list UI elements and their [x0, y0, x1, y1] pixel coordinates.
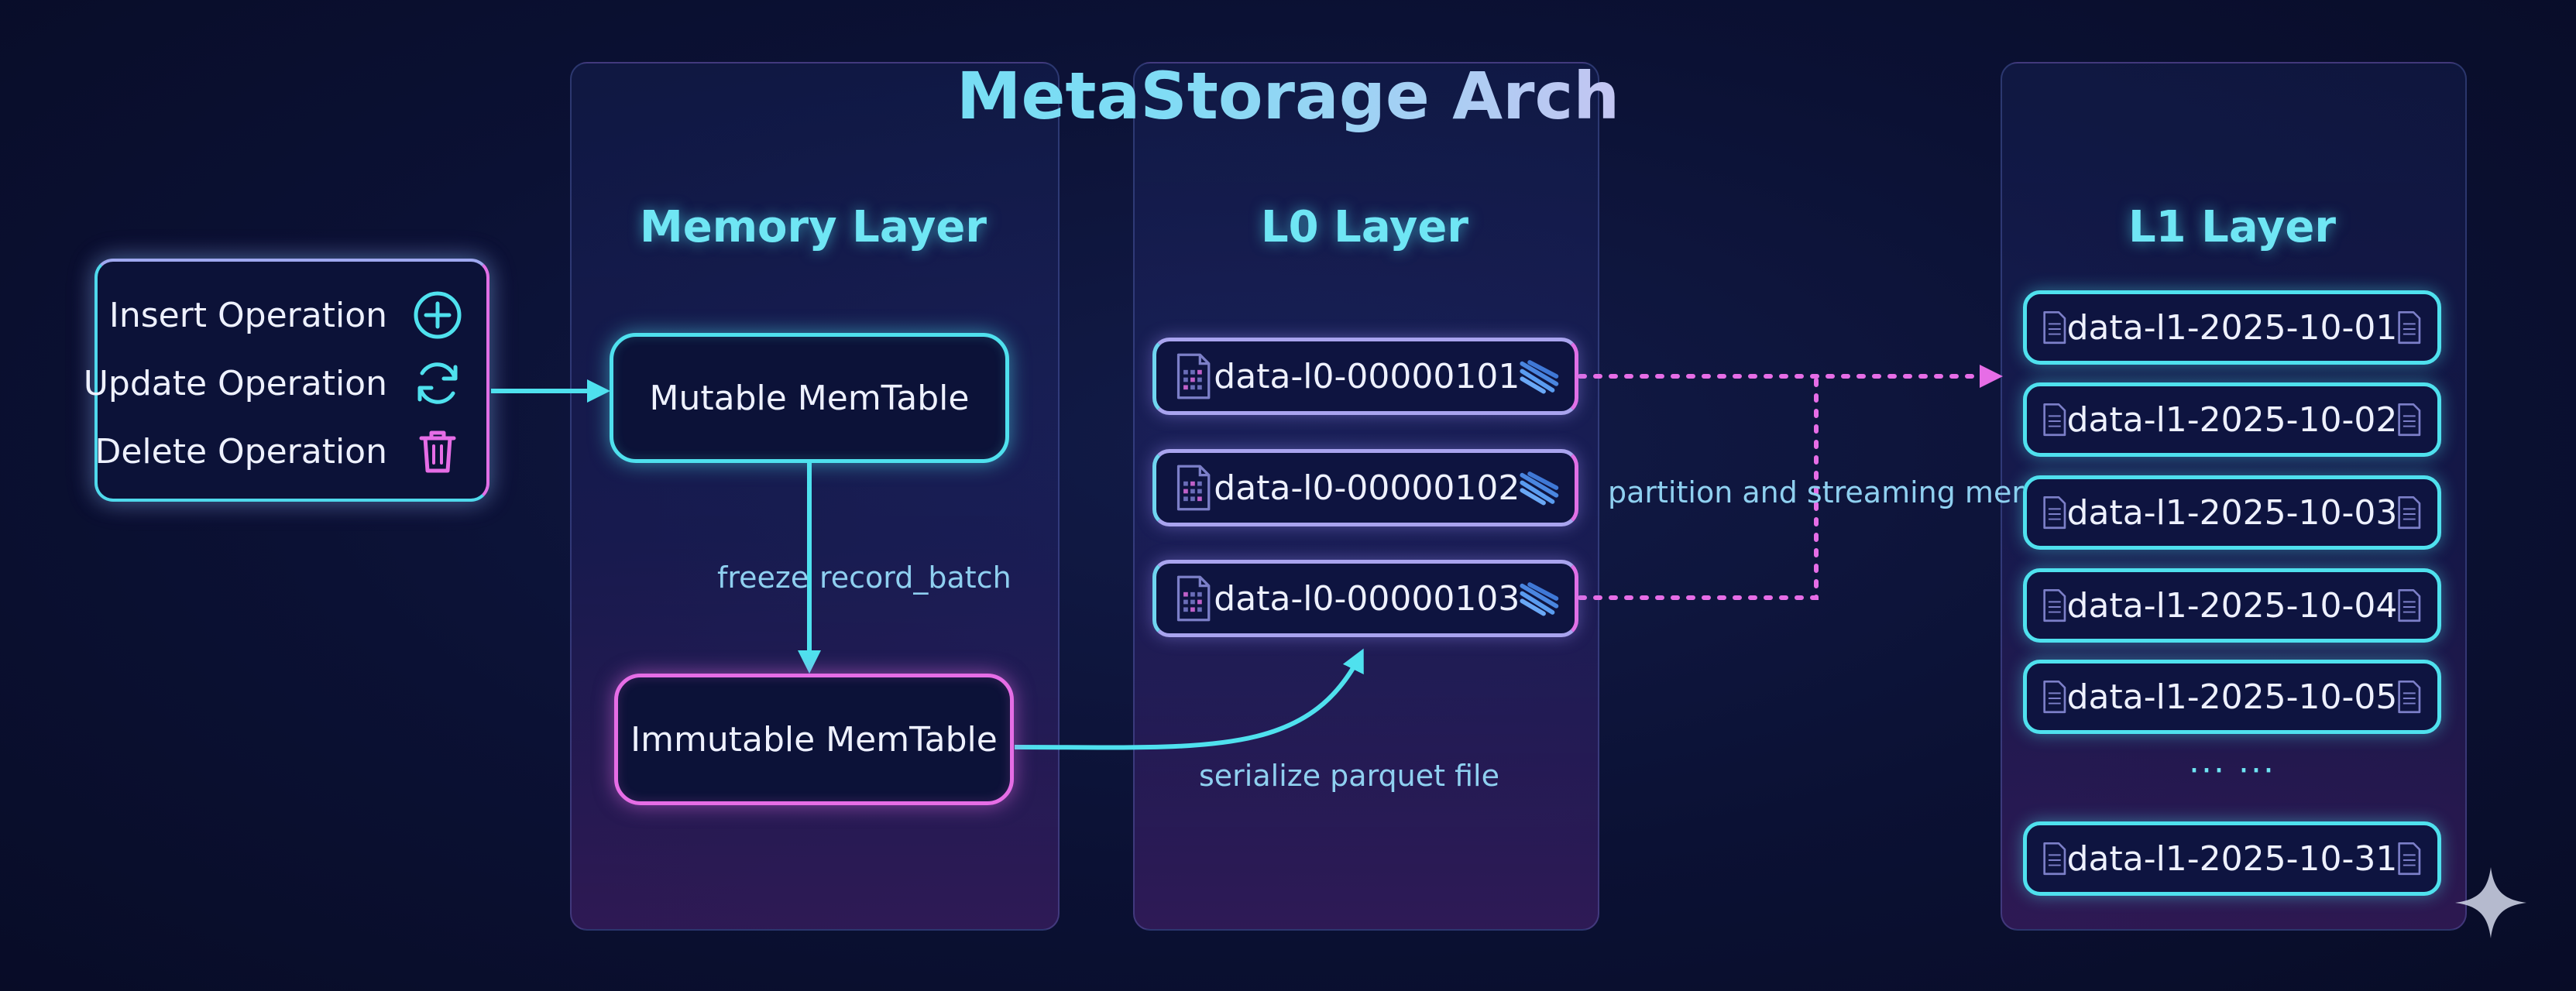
record-batch-label: record_batch	[819, 561, 1012, 595]
document-icon	[1176, 465, 1211, 511]
document-icon	[2398, 310, 2421, 345]
document-icon	[1176, 353, 1211, 399]
parquet-icon	[1520, 360, 1559, 394]
immutable-memtable[interactable]: Immutable MemTable	[614, 674, 1014, 805]
operations-box: Insert Operation Update Operation Delete…	[84, 259, 489, 502]
parquet-icon	[1520, 471, 1559, 506]
diagram-title: MetaStorage Arch	[0, 50, 2576, 142]
serialize-arrow	[1014, 648, 1364, 750]
trash-icon	[419, 430, 456, 473]
l1-file[interactable]: data-l1-2025-10-05	[2023, 660, 2441, 734]
document-icon	[2398, 842, 2421, 876]
document-icon	[2043, 588, 2066, 622]
l1-file[interactable]: data-l1-2025-10-01	[2023, 290, 2441, 365]
document-icon	[2043, 310, 2066, 345]
l1-file-name: data-l1-2025-10-05	[2066, 677, 2398, 717]
document-icon	[2398, 496, 2421, 530]
merge-arrow-bottom	[1578, 374, 1819, 600]
insert-operation: Insert Operation	[109, 288, 465, 342]
refresh-icon	[417, 362, 458, 404]
delete-operation-label: Delete Operation	[94, 431, 387, 471]
serialize-label: serialize parquet file	[1199, 759, 1499, 793]
more-files-ellipsis: ··· ···	[2189, 751, 2275, 790]
document-icon	[1176, 575, 1211, 622]
document-icon	[2398, 588, 2421, 622]
l0-file-name: data-l0-00000101	[1214, 356, 1520, 396]
insert-operation-label: Insert Operation	[108, 295, 387, 335]
l1-file[interactable]: data-l1-2025-10-03	[2023, 475, 2441, 550]
l1-file-name: data-l1-2025-10-04	[2066, 585, 2398, 626]
freeze-label: freeze	[717, 561, 809, 595]
update-operation: Update Operation	[84, 356, 465, 410]
l1-file-name: data-l1-2025-10-03	[2066, 492, 2398, 533]
l0-layer-title: L0 Layer	[1261, 202, 1468, 252]
parquet-icon	[1520, 582, 1559, 616]
update-operation-label: Update Operation	[83, 363, 387, 403]
l0-file[interactable]: data-l0-00000101	[1152, 338, 1578, 415]
l1-file-name: data-l1-2025-10-02	[2066, 399, 2398, 440]
document-icon	[2043, 403, 2066, 437]
l1-file[interactable]: data-l1-2025-10-04	[2023, 568, 2441, 643]
l1-file[interactable]: data-l1-2025-10-31	[2023, 821, 2441, 896]
l0-file[interactable]: data-l0-00000103	[1152, 560, 1578, 637]
l1-file[interactable]: data-l1-2025-10-02	[2023, 382, 2441, 457]
l0-file-name: data-l0-00000103	[1214, 578, 1520, 619]
plus-circle-icon	[414, 291, 462, 339]
l1-file-name: data-l1-2025-10-31	[2066, 838, 2398, 879]
document-icon	[2043, 842, 2066, 876]
document-icon	[2398, 680, 2421, 714]
l1-file-name: data-l1-2025-10-01	[2066, 307, 2398, 348]
delete-operation: Delete Operation	[94, 424, 465, 478]
l0-file[interactable]: data-l0-00000102	[1152, 449, 1578, 526]
mutable-memtable[interactable]: Mutable MemTable	[610, 333, 1009, 463]
l0-file-name: data-l0-00000102	[1214, 468, 1520, 508]
merge-label: partition and streaming merge	[1608, 475, 2060, 509]
sparkle-icon	[2455, 867, 2526, 938]
document-icon	[2043, 680, 2066, 714]
memory-layer-title: Memory Layer	[640, 202, 987, 252]
document-icon	[2398, 403, 2421, 437]
document-icon	[2043, 496, 2066, 530]
l1-layer-title: L1 Layer	[2128, 202, 2336, 252]
